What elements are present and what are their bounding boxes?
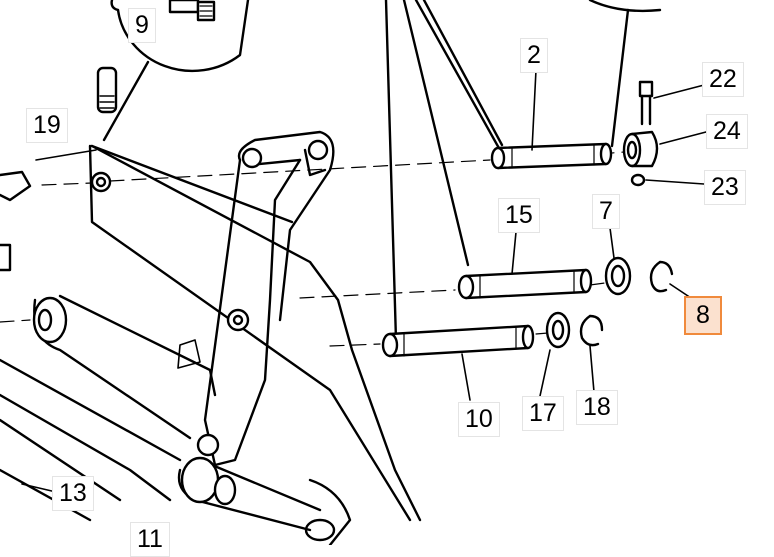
detail-circle-fitting bbox=[102, 0, 250, 142]
callout-15: 15 bbox=[498, 198, 540, 233]
callout-7: 7 bbox=[592, 194, 620, 229]
callout-22: 22 bbox=[702, 62, 744, 97]
callout-10: 10 bbox=[458, 402, 500, 437]
exploded-parts-diagram: 9 19 2 22 24 23 7 15 8 10 17 18 13 11 bbox=[0, 0, 748, 557]
callout-2: 2 bbox=[520, 38, 548, 73]
washer-7 bbox=[604, 256, 632, 296]
linkage-bracket bbox=[177, 130, 335, 467]
leader-circle-to-pin-2 bbox=[610, 8, 630, 148]
callout-8-highlighted: 8 bbox=[684, 296, 722, 335]
pin-19 bbox=[96, 66, 118, 114]
center-lines bbox=[0, 151, 625, 347]
pin-10 bbox=[381, 324, 535, 358]
bolt-22 bbox=[638, 80, 654, 126]
callout-9: 9 bbox=[128, 8, 156, 43]
callout-17: 17 bbox=[522, 396, 564, 431]
lower-arm bbox=[0, 294, 217, 522]
callout-11: 11 bbox=[130, 522, 170, 557]
diagram-drawing bbox=[0, 0, 709, 545]
callout-13: 13 bbox=[52, 476, 94, 511]
detail-circle-top-right bbox=[588, 0, 662, 13]
callout-18: 18 bbox=[576, 390, 618, 425]
callout-23: 23 bbox=[704, 170, 746, 205]
hydraulic-cylinder bbox=[177, 456, 352, 545]
pin-15 bbox=[457, 268, 593, 300]
converging-leader-lines bbox=[384, 0, 504, 342]
callout-19: 19 bbox=[26, 108, 68, 143]
circlip-8 bbox=[649, 260, 674, 293]
label-leaders bbox=[21, 69, 709, 493]
nut-23 bbox=[630, 173, 646, 187]
washer-17 bbox=[545, 311, 571, 349]
circlip-18 bbox=[579, 314, 604, 347]
pin-2 bbox=[490, 142, 613, 170]
callout-24: 24 bbox=[706, 114, 748, 149]
collar-24 bbox=[622, 130, 659, 168]
